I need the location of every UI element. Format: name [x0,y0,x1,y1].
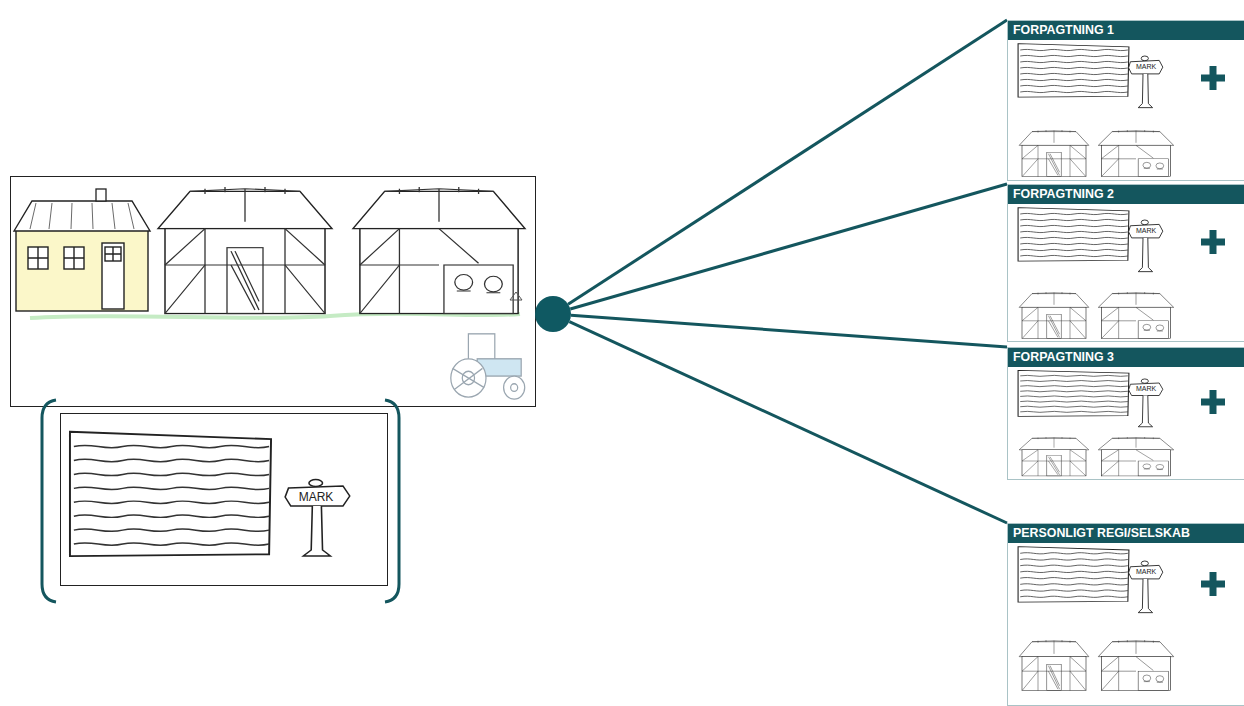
junction-dot [535,296,571,332]
sign-text: MARK [1136,63,1156,70]
connector-line [568,20,1007,304]
connector-line [570,184,1007,309]
box-heading: FORPAGTNING 3 [1008,348,1244,367]
option-box: FORPAGTNING 3 [1007,347,1244,480]
connector-line [569,322,1007,523]
sign-text: MARK [299,491,334,503]
box-heading: FORPAGTNING 2 [1008,185,1244,204]
box-heading: PERSONLIGT REGI/SELSKAB [1008,524,1244,543]
sign-text: MARK [1136,568,1156,575]
connector-line [571,315,1007,347]
box-heading: FORPAGTNING 1 [1008,21,1244,40]
option-box: PERSONLIGT REGI/SELSKAB [1007,523,1244,706]
option-box: FORPAGTNING 1 [1007,20,1244,181]
option-box: FORPAGTNING 2 [1007,184,1244,342]
sign-text: MARK [1136,227,1156,234]
sign-text: MARK [1136,385,1156,392]
